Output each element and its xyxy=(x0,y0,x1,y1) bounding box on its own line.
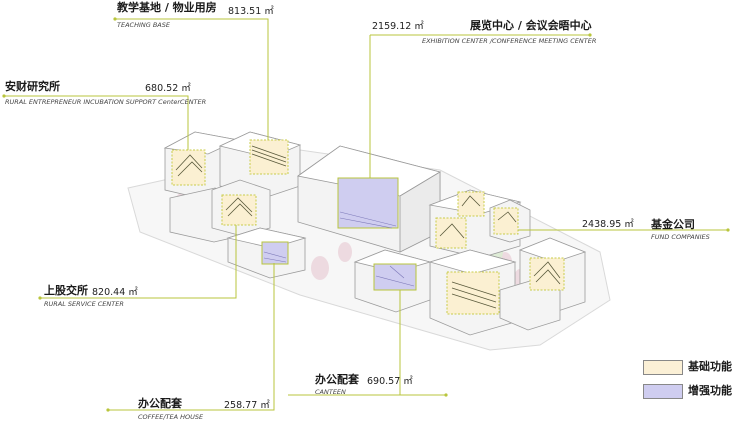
enhanced-hatching xyxy=(263,211,415,287)
leader-dots xyxy=(2,17,730,412)
roof-hatching xyxy=(175,145,561,309)
service-english: RURAL SERVICE CENTER xyxy=(44,300,124,308)
coffee-english: COFFEE/TEA HOUSE xyxy=(138,413,204,421)
teaching-base-english: TEACHING BASE xyxy=(117,21,170,29)
fund-title: 基金公司 xyxy=(651,218,695,231)
incubation-area: 680.52 ㎡ xyxy=(145,83,191,94)
service-title: 上股交所 xyxy=(44,284,88,297)
exhibition-title: 展览中心 / 会议会晤中心 xyxy=(470,19,592,32)
legend-enhanced-swatch xyxy=(643,384,683,399)
coffee-title: 办公配套 xyxy=(138,397,182,410)
fund-area: 2438.95 ㎡ xyxy=(582,219,634,230)
legend-basic-swatch xyxy=(643,360,683,375)
canteen-area: 690.57 ㎡ xyxy=(367,376,413,387)
legend-enhanced-label: 增强功能 xyxy=(688,384,732,397)
service-area: 820.44 ㎡ xyxy=(92,287,138,298)
exhibition-english: EXHIBITION CENTER /CONFERENCE MEETING CE… xyxy=(422,37,597,45)
incubation-title: 安财研究所 xyxy=(5,80,60,93)
coffee-area: 258.77 ㎡ xyxy=(224,400,270,411)
teaching-base-title: 教学基地 / 物业用房 xyxy=(117,1,217,14)
basic-function-boxes xyxy=(171,139,565,315)
legend-basic-label: 基础功能 xyxy=(688,360,732,373)
leader-lines xyxy=(4,18,728,411)
teaching-base-area: 813.51 ㎡ xyxy=(228,6,274,17)
canteen-title: 办公配套 xyxy=(315,373,359,386)
fund-english: FUND COMPANIES xyxy=(651,233,710,241)
canteen-english: CANTEEN xyxy=(315,388,346,396)
incubation-english: RURAL ENTREPRENEUR INCUBATION SUPPORT Ce… xyxy=(5,98,207,106)
exhibition-area: 2159.12 ㎡ xyxy=(372,21,424,32)
